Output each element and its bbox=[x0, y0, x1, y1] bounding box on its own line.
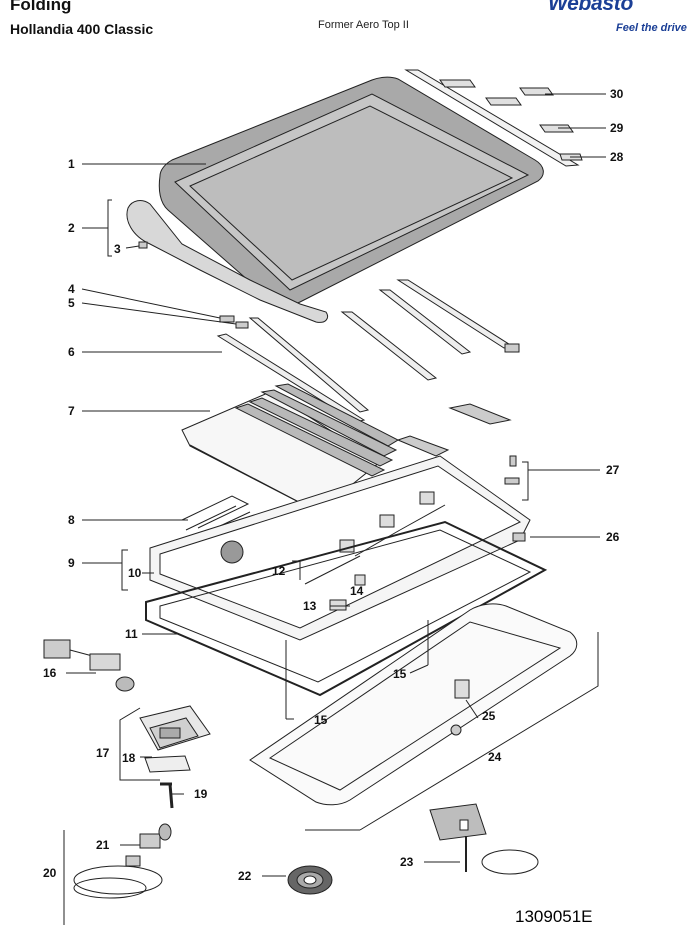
callout-22: 22 bbox=[238, 869, 252, 883]
callout-6: 6 bbox=[68, 345, 75, 359]
callout-16: 16 bbox=[43, 666, 57, 680]
callout-23: 23 bbox=[400, 855, 414, 869]
frame-seal-part bbox=[145, 520, 548, 697]
callout-5: 5 bbox=[68, 296, 75, 310]
callout-19: 19 bbox=[194, 787, 208, 801]
crank-key-part bbox=[160, 782, 174, 809]
page-title: Folding bbox=[10, 0, 72, 14]
callout-10: 10 bbox=[128, 566, 142, 580]
callout-21: 21 bbox=[96, 838, 110, 852]
front-spoiler-part bbox=[126, 200, 329, 323]
motor-part bbox=[43, 639, 135, 692]
product-name: Hollandia 400 Classic bbox=[10, 21, 154, 37]
callout-20: 20 bbox=[43, 866, 57, 880]
control-module-part bbox=[429, 803, 539, 875]
callout-7: 7 bbox=[68, 404, 75, 418]
folding-canvas-part bbox=[181, 383, 512, 513]
callout-11: 11 bbox=[125, 627, 138, 641]
callout-18: 18 bbox=[122, 751, 136, 765]
document-number: 1309051E bbox=[515, 907, 593, 926]
callout-labels: 1 2 3 4 5 6 7 8 9 10 11 12 13 14 15 15 1… bbox=[43, 87, 624, 883]
callout-8: 8 bbox=[68, 513, 75, 527]
callout-17: 17 bbox=[96, 746, 110, 760]
callout-28: 28 bbox=[610, 150, 624, 164]
screw-3-part bbox=[138, 241, 148, 249]
leader-lines bbox=[63, 93, 606, 925]
callout-26: 26 bbox=[606, 530, 620, 544]
callout-15a: 15 bbox=[393, 667, 407, 681]
cable-harness-part bbox=[73, 823, 172, 899]
corner-parts-part bbox=[504, 455, 526, 542]
callout-25: 25 bbox=[482, 709, 496, 723]
handle-console-part bbox=[139, 705, 211, 773]
callout-29: 29 bbox=[610, 121, 624, 135]
callout-24: 24 bbox=[488, 750, 502, 764]
callout-12: 12 bbox=[272, 564, 286, 578]
callout-27: 27 bbox=[606, 463, 620, 477]
bracket-25-part bbox=[450, 679, 470, 736]
callout-2: 2 bbox=[68, 221, 75, 235]
brand-tagline: Feel the drive bbox=[616, 22, 687, 34]
callout-9: 9 bbox=[68, 556, 75, 570]
callout-4: 4 bbox=[68, 282, 75, 296]
former-model-label: Former Aero Top II bbox=[318, 19, 409, 31]
callout-15b: 15 bbox=[314, 713, 328, 727]
interior-trim-part bbox=[249, 603, 578, 806]
callout-3: 3 bbox=[114, 242, 121, 256]
webasto-logo: Webasto bbox=[548, 0, 634, 15]
callout-13: 13 bbox=[303, 599, 317, 613]
callout-30: 30 bbox=[610, 87, 624, 101]
rails-seals-part bbox=[216, 279, 520, 423]
tape-roll-part bbox=[287, 865, 333, 895]
callout-14: 14 bbox=[350, 584, 364, 598]
callout-1: 1 bbox=[68, 157, 75, 171]
glass-panel-part bbox=[158, 76, 544, 306]
